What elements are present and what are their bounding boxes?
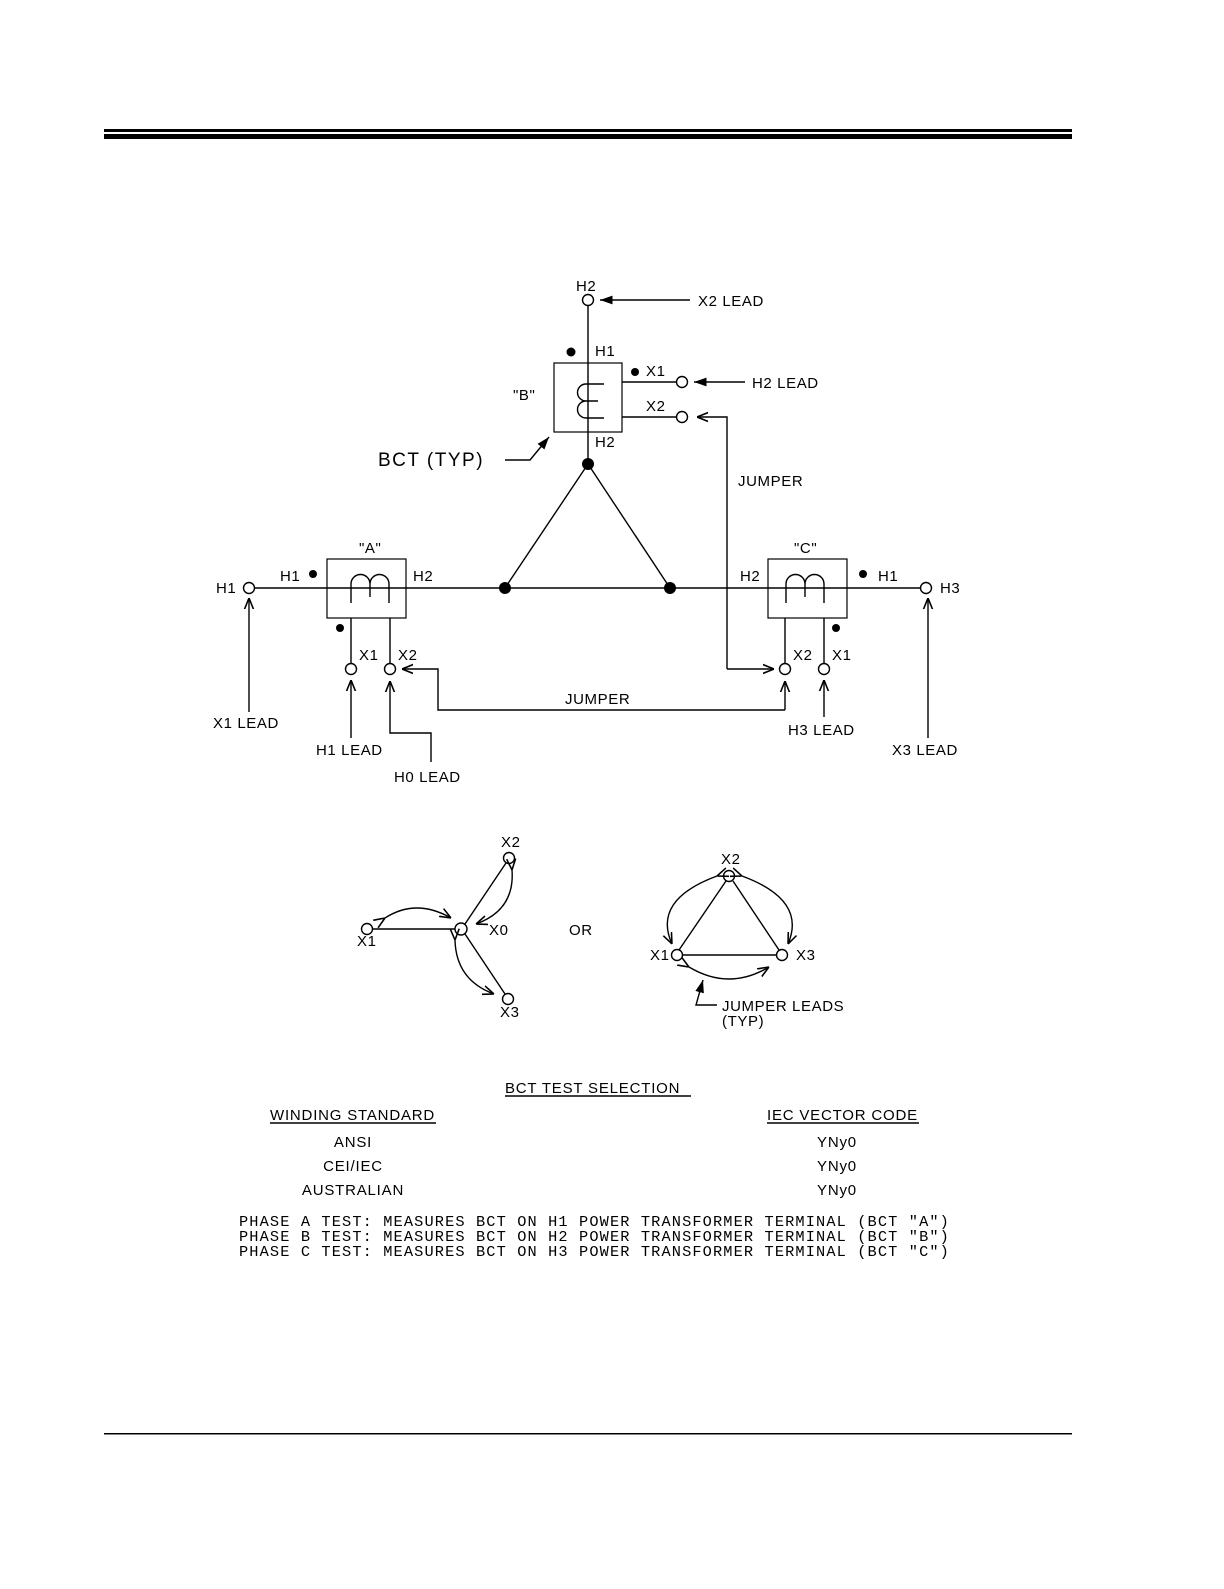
- bct-test-selection-table: BCT TEST SELECTION WINDING STANDARD IEC …: [270, 1080, 919, 1199]
- delta-x3-label: X3: [796, 947, 816, 964]
- jumper-upper-label: JUMPER: [738, 473, 803, 490]
- h1-terminal-label: H1: [216, 580, 236, 597]
- bct-c-h2-label: H2: [740, 568, 760, 585]
- jumper-lower-label: JUMPER: [565, 691, 630, 708]
- table-title: BCT TEST SELECTION: [505, 1080, 680, 1097]
- row-code: YNy0: [817, 1182, 857, 1199]
- delta-x1-label: X1: [650, 947, 670, 964]
- row-standard: AUSTRALIAN: [302, 1182, 404, 1199]
- header-iec-vector-code: IEC VECTOR CODE: [767, 1107, 918, 1124]
- bct-a: "A" H1 H2 X1 X2: [280, 540, 433, 676]
- delta-diagram: X2 X1 X3 JUMPER LEADS (TYP): [650, 851, 844, 1030]
- phase-notes: PHASE A TEST: MEASURES BCT ON H1 POWER T…: [239, 1214, 950, 1261]
- h2-top-label: H2: [576, 278, 596, 295]
- bct-b-h1-label: H1: [595, 343, 615, 360]
- footer-rule: [104, 1433, 1072, 1435]
- h3-terminal: [919, 581, 933, 595]
- header-winding-standard: WINDING STANDARD: [270, 1107, 435, 1124]
- phase-note: PHASE A TEST: MEASURES BCT ON H1 POWER T…: [239, 1214, 950, 1231]
- h3-lead-label: H3 LEAD: [788, 722, 855, 739]
- wye-x1-label: X1: [357, 933, 377, 950]
- wye-x0-label: X0: [489, 922, 509, 939]
- h0-lead-arrow: [390, 681, 432, 762]
- jumper-leads-typ-label: (TYP): [722, 1013, 764, 1030]
- jumper-leads-label: JUMPER LEADS: [722, 998, 844, 1015]
- bct-a-x2-label: X2: [398, 647, 418, 664]
- row-code: YNy0: [817, 1134, 857, 1151]
- h1-lead-label: H1 LEAD: [316, 742, 383, 759]
- bct-c-h1-label: H1: [878, 568, 898, 585]
- h3-terminal-label: H3: [940, 580, 960, 597]
- bct-c: "C" H2 H1 X2 X1: [740, 540, 898, 676]
- bct-a-name: "A": [359, 540, 381, 557]
- row-code: YNy0: [817, 1158, 857, 1175]
- bct-b: H2 H1 H2 X1 X2 "B": [513, 278, 689, 464]
- wye-diagram: X1 X2 X3 X0: [357, 834, 521, 1021]
- bct-a-h2-label: H2: [413, 568, 433, 585]
- jumper-upper-arrow-top: [697, 417, 728, 669]
- phase-note: PHASE B TEST: MEASURES BCT ON H2 POWER T…: [239, 1229, 950, 1246]
- bct-typ-arrow: [505, 436, 550, 461]
- bct-c-name: "C": [794, 540, 817, 557]
- h1-terminal: [242, 581, 256, 595]
- or-label: OR: [569, 922, 593, 939]
- bct-b-x2-label: X2: [646, 398, 666, 415]
- wye-x3-label: X3: [500, 1004, 520, 1021]
- h0-lead-label: H0 LEAD: [394, 769, 461, 786]
- h2-lead-label: H2 LEAD: [752, 375, 819, 392]
- delta-x2-label: X2: [721, 851, 741, 868]
- bct-b-name: "B": [513, 387, 535, 404]
- bct-b-x1-label: X1: [646, 363, 666, 380]
- x1-lead-label: X1 LEAD: [213, 715, 279, 732]
- bct-typ-label: BCT (TYP): [378, 450, 484, 471]
- x3-lead-label: X3 LEAD: [892, 742, 958, 759]
- power-delta: [499, 458, 676, 594]
- wye-x2-label: X2: [501, 834, 521, 851]
- header-rule: [104, 129, 1072, 139]
- jumper-lower-arrow-left: [402, 669, 785, 711]
- x2-lead-label: X2 LEAD: [698, 293, 764, 310]
- row-standard: CEI/IEC: [323, 1158, 383, 1175]
- bct-c-x1-label: X1: [832, 647, 852, 664]
- bct-b-h2-label: H2: [595, 434, 615, 451]
- phase-note: PHASE C TEST: MEASURES BCT ON H3 POWER T…: [239, 1244, 950, 1261]
- bct-a-h1-label: H1: [280, 568, 300, 585]
- bct-a-x1-label: X1: [359, 647, 379, 664]
- row-standard: ANSI: [334, 1134, 372, 1151]
- bct-c-x2-label: X2: [793, 647, 813, 664]
